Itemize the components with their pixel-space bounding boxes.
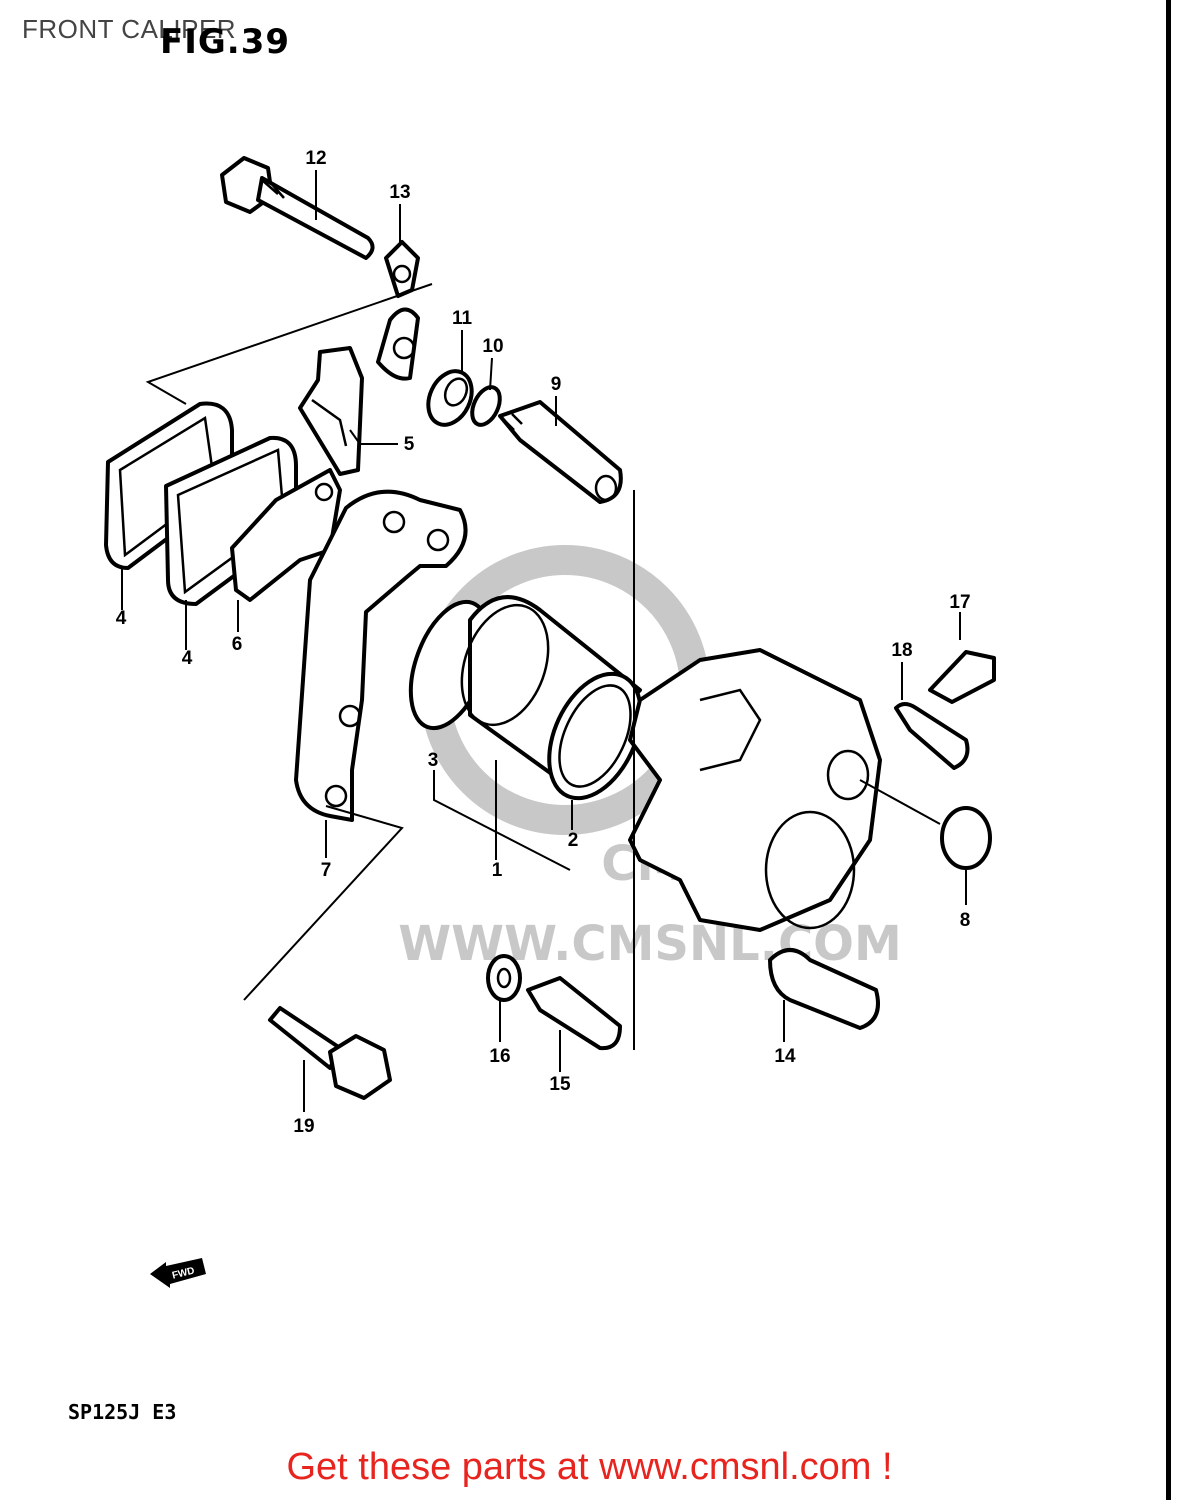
part-19-bolt: [268, 1006, 392, 1100]
callout-11: 8: [960, 910, 971, 931]
part-7-caliper-bracket: [294, 489, 468, 822]
caliper-body: [628, 648, 882, 932]
model-code: SP125J E3: [68, 1400, 177, 1424]
fwd-label: FWD: [171, 1265, 196, 1281]
callout-3: 3: [428, 750, 439, 771]
leader-lines: [121, 170, 967, 1112]
part-11-plug: [940, 806, 992, 870]
callout-6: 6: [232, 634, 243, 655]
callout-10: 16: [489, 1046, 510, 1067]
callout-13: 10: [482, 336, 503, 357]
callout-7: 7: [321, 860, 332, 881]
forward-direction-arrow: FWD: [150, 1258, 206, 1288]
footer-cta-link[interactable]: Get these parts at www.cmsnl.com !: [286, 1446, 893, 1488]
part-8-bolt: [768, 948, 880, 1030]
part-12-slide-pin: [498, 400, 623, 504]
part-10-washer: [486, 954, 522, 1002]
callout-16: 13: [389, 182, 410, 203]
part-16-lock-washer: [376, 240, 420, 381]
page-title: FRONT CALIPER: [22, 14, 237, 44]
figure-number: FIG.39: [160, 22, 291, 62]
part-18-bleeder-cap: [894, 702, 970, 770]
callout-14: 11: [452, 308, 473, 329]
callout-17: 17: [949, 592, 970, 613]
part-5-pad-shim: [298, 346, 364, 476]
callout-4a: 4: [116, 608, 127, 629]
callout-4b: 4: [182, 648, 193, 669]
part-2-dust-seal: [547, 671, 643, 801]
part-13-washer: [470, 385, 502, 427]
part-15-bolt: [220, 156, 375, 260]
part-17-bleeder-valve: [928, 650, 996, 704]
page-border-right: [1166, 0, 1171, 1500]
callout-15: 12: [305, 148, 326, 169]
callout-labels: 12 13 11 10 9 5 4 4 6 3 7 2 1 17 18 8 14…: [116, 148, 971, 1137]
part-9-pin-bolt: [526, 976, 622, 1051]
callout-8: 14: [774, 1046, 796, 1067]
callout-18: 18: [891, 640, 912, 661]
part-14-boot: [426, 369, 474, 427]
callout-9: 15: [549, 1074, 571, 1095]
callout-2: 2: [568, 830, 579, 851]
callout-19: 19: [293, 1116, 314, 1137]
callout-5: 5: [404, 434, 415, 455]
callout-12: 9: [551, 374, 562, 395]
callout-1: 1: [492, 860, 503, 881]
